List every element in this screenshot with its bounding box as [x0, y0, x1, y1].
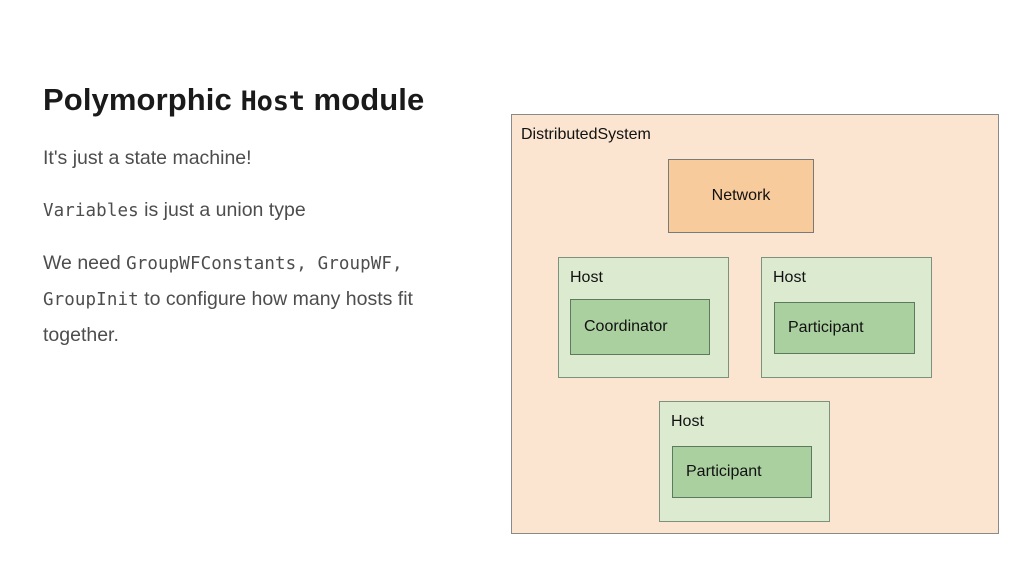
network-node-label: Network [711, 187, 771, 204]
host-node-2: Host Participant [761, 257, 932, 378]
host-node-3: Host Participant [659, 401, 830, 522]
paragraph-3: We need GroupWFConstants, GroupWF, Group… [43, 246, 443, 353]
host-node-1-label: Host [570, 269, 603, 286]
host-node-2-label: Host [773, 269, 806, 286]
host-node-2-module-label: Participant [788, 319, 864, 336]
page-title: Polymorphic Host module [43, 81, 424, 121]
network-node: Network [668, 159, 814, 233]
host-node-3-module-label: Participant [686, 463, 762, 480]
paragraph-3-segment-1: We need [43, 252, 127, 274]
distributed-system-container: DistributedSystem Network Host Coordinat… [511, 114, 999, 534]
paragraph-2-segment-1: Variables [43, 201, 139, 221]
distributed-system-label: DistributedSystem [521, 126, 651, 143]
host-node-3-label: Host [671, 413, 704, 430]
page-title-suffix: module [304, 81, 425, 117]
host-node-2-module: Participant [774, 302, 915, 354]
paragraph-3-segment-3: to configure how many hosts fit together… [43, 288, 413, 346]
body-text: It's just a state machine! Variables is … [43, 141, 443, 353]
paragraph-1: It's just a state machine! [43, 141, 443, 176]
paragraph-2: Variables is just a union type [43, 193, 443, 229]
page-title-prefix: Polymorphic [43, 81, 241, 117]
paragraph-1-segment-1: It's just a state machine! [43, 147, 252, 169]
host-node-3-module: Participant [672, 446, 812, 498]
page-title-mono-term: Host [240, 85, 305, 117]
paragraph-2-segment-2: is just a union type [138, 199, 306, 221]
paragraph-3-segment-2: GroupWFConstants, GroupWF, GroupInit [43, 254, 403, 310]
host-node-1-module: Coordinator [570, 299, 710, 355]
host-node-1: Host Coordinator [558, 257, 729, 378]
host-node-1-module-label: Coordinator [584, 318, 668, 335]
